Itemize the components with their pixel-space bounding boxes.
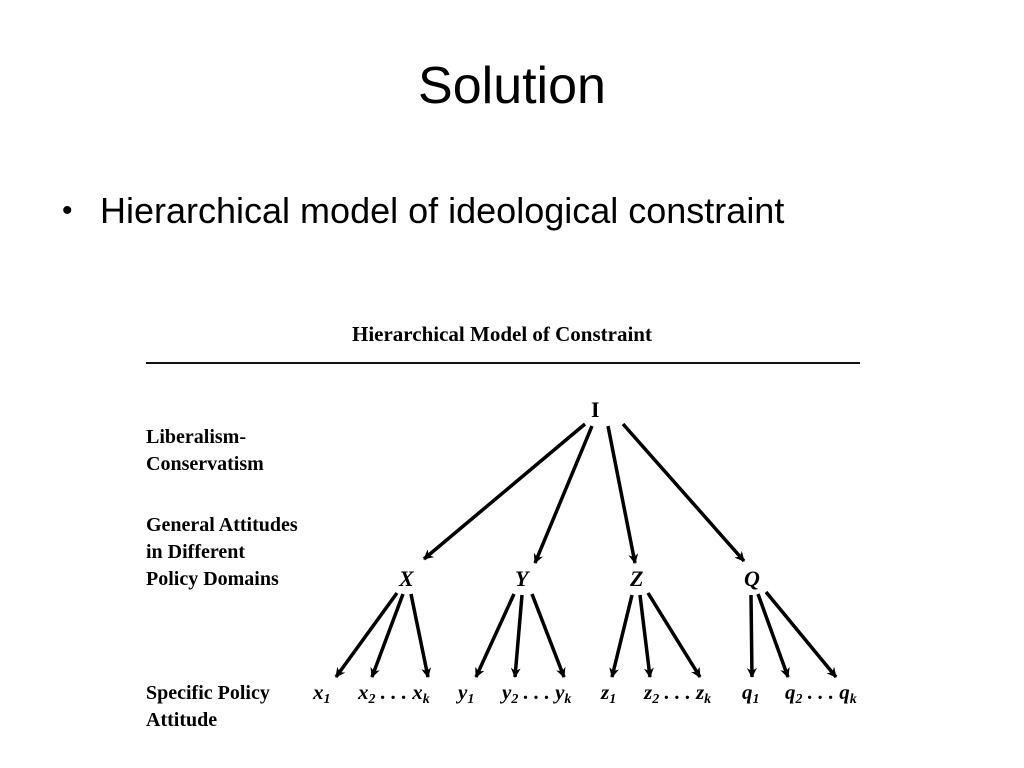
leaf-z2-zk: z2 . . . zk <box>644 680 712 707</box>
figure-title: Hierarchical Model of Constraint <box>352 322 652 346</box>
arrow-root-to-x <box>422 422 587 561</box>
arrow-x-to-xk <box>409 593 432 678</box>
arrow-q-to-q1 <box>746 594 757 678</box>
node-domain-q: Q <box>744 566 760 591</box>
arrow-z-to-z1 <box>609 594 634 678</box>
node-domain-y: Y <box>515 566 529 591</box>
figure-rule <box>146 362 860 364</box>
arrow-root-to-z <box>606 425 639 564</box>
node-domain-z: Z <box>630 566 644 591</box>
arrow-z-to-zk <box>646 592 702 678</box>
level-label-specific-attitudes: Specific Policy Attitude <box>146 682 270 731</box>
arrow-z-to-z2 <box>638 594 654 678</box>
arrow-x-to-x1 <box>334 591 399 679</box>
level-label-general-attitudes: General Attitudes in Different Policy Do… <box>146 514 298 590</box>
leaf-q1: q1 <box>742 680 760 707</box>
leaf-y2-yk: y2 . . . yk <box>502 680 572 707</box>
arrow-y-to-y2 <box>510 594 524 678</box>
node-domain-x: X <box>399 566 414 591</box>
arrow-y-to-yk <box>530 593 566 678</box>
node-root-ideology: I <box>591 397 600 422</box>
arrow-q-to-q2 <box>756 593 790 678</box>
arrow-root-to-q <box>621 422 746 563</box>
leaf-q2-qk: q2 . . . qk <box>785 680 857 707</box>
bullet-dot-icon: • <box>62 194 73 227</box>
arrow-root-to-y <box>533 425 594 564</box>
arrow-y-to-y1 <box>474 593 516 678</box>
leaf-x1: x1 <box>313 680 331 707</box>
leaf-z1: z1 <box>601 680 617 707</box>
leaf-y1: y1 <box>458 680 475 707</box>
level-label-ideology: Liberalism- Conservatism <box>146 426 264 475</box>
bullet-text: Hierarchical model of ideological constr… <box>100 190 785 231</box>
leaf-x2-xk: x2 . . . xk <box>358 680 430 707</box>
arrow-q-to-qk <box>764 590 838 679</box>
bullet-item: • Hierarchical model of ideological cons… <box>62 193 784 229</box>
arrow-x-to-x2 <box>370 593 405 678</box>
slide-title: Solution <box>418 57 606 115</box>
